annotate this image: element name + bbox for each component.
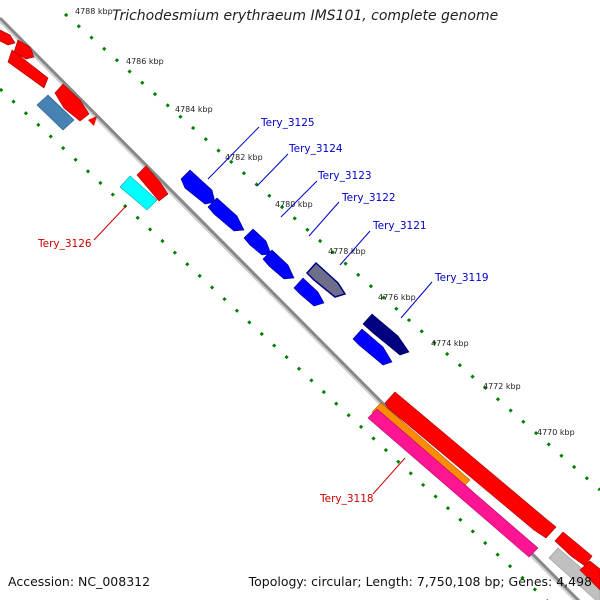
tick-label: 4784 kbp — [175, 105, 213, 114]
leader-line — [308, 201, 340, 237]
genome-title: Trichodesmium erythraeum IMS101, complet… — [112, 8, 499, 24]
gene-label-tery-3125[interactable]: Tery_3125 — [260, 117, 315, 129]
gene-arrow-red[interactable] — [136, 165, 169, 202]
gene-box-cyan[interactable] — [119, 175, 158, 211]
gene-label-tery-3118[interactable]: Tery_3118 — [319, 493, 374, 505]
gene-label-tery-3126[interactable]: Tery_3126 — [37, 238, 92, 250]
gene-arrow-red[interactable] — [13, 39, 35, 60]
gene-cluster-upper-left — [0, 29, 169, 211]
tick-labels: 4788 kbp 4786 kbp 4784 kbp 4782 kbp 4780… — [75, 7, 575, 437]
gene-arrow-blue[interactable] — [243, 228, 272, 256]
gene-arrow-blue[interactable] — [352, 328, 393, 366]
gene-arrow-blue[interactable] — [207, 197, 245, 232]
tick-label: 4782 kbp — [225, 153, 263, 162]
tick-label: 4770 kbp — [537, 428, 575, 437]
tick-label: 4788 kbp — [75, 7, 113, 16]
gene-label-tery-3121[interactable]: Tery_3121 — [372, 220, 427, 232]
gene-label-tery-3119[interactable]: Tery_3119 — [434, 272, 489, 284]
gene-label-tery-3122[interactable]: Tery_3122 — [341, 192, 396, 204]
tick-label: 4772 kbp — [483, 382, 521, 391]
genome-backbone — [0, 16, 586, 605]
leader-line — [256, 153, 289, 187]
tick-dot-lines — [0, 12, 600, 605]
gene-cluster-lower-right — [367, 391, 600, 605]
gene-arrow-navy[interactable] — [362, 313, 410, 356]
leader-line — [93, 205, 127, 241]
accession-text: Accession: NC_008312 — [8, 574, 151, 589]
gene-arrow-blue[interactable] — [293, 277, 325, 307]
dot-line-inner — [0, 87, 554, 605]
tick-label: 4778 kbp — [328, 247, 366, 256]
tick-label: 4786 kbp — [126, 57, 164, 66]
gene-label-tery-3123[interactable]: Tery_3123 — [317, 170, 372, 182]
gene-arrow-red[interactable] — [384, 391, 557, 539]
leader-line — [280, 180, 318, 218]
gene-box-grey[interactable] — [548, 547, 600, 605]
gene-arrow-blue[interactable] — [262, 249, 295, 280]
gene-label-tery-3124[interactable]: Tery_3124 — [288, 143, 343, 155]
gene-arrow-red[interactable] — [554, 531, 593, 567]
leader-line — [400, 281, 433, 319]
gene-box-steelblue[interactable] — [36, 94, 75, 131]
leader-line — [339, 230, 371, 266]
gene-labels: Tery_3125 Tery_3124 Tery_3123 Tery_3122 … — [37, 117, 489, 505]
gene-arrow-red[interactable] — [0, 29, 16, 46]
topology-text: Topology: circular; Length: 7,750,108 bp… — [248, 574, 592, 589]
gene-arrow-navy-grey[interactable] — [305, 261, 347, 298]
gene-arrow-pink[interactable] — [367, 408, 539, 558]
gene-label-leaders — [93, 126, 433, 495]
gene-arrow-red[interactable] — [7, 49, 49, 89]
gene-arrow-red[interactable] — [579, 560, 600, 591]
leader-line — [207, 126, 260, 180]
gene-arrow-blue[interactable] — [180, 169, 216, 205]
tick-label: 4776 kbp — [378, 293, 416, 302]
gene-arrow-red[interactable] — [54, 83, 90, 122]
dot-line-outer — [64, 12, 600, 492]
gene-cluster-blue — [180, 169, 410, 366]
tick-label: 4774 kbp — [431, 339, 469, 348]
leader-line — [372, 457, 406, 495]
gene-arrow-red-small[interactable] — [88, 116, 97, 126]
